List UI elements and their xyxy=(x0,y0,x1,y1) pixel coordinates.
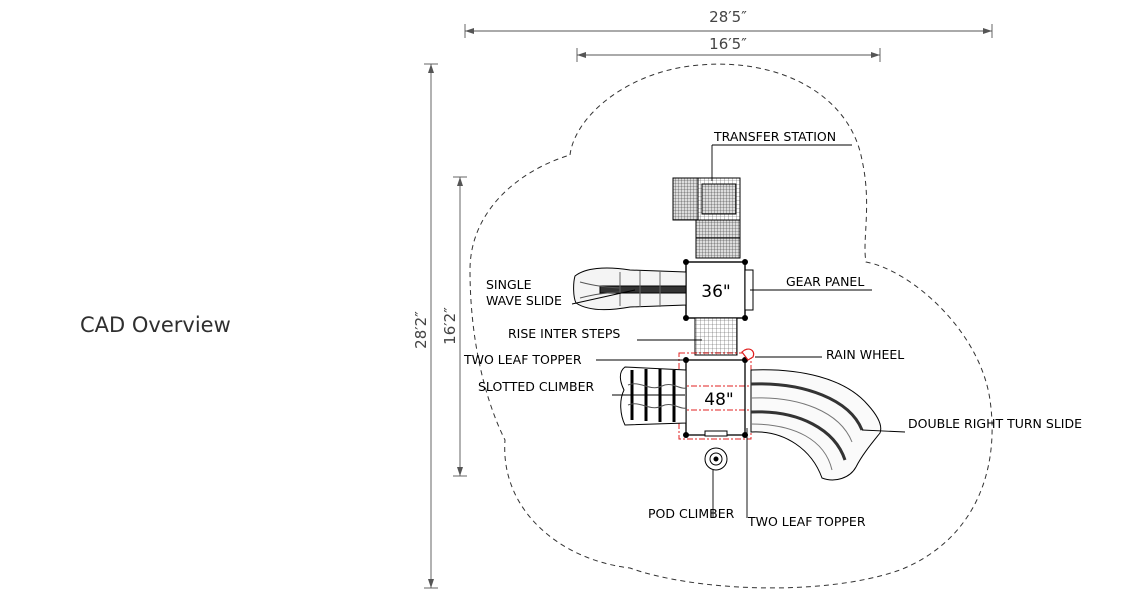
pod-climber xyxy=(704,430,728,471)
label-gear-panel: GEAR PANEL xyxy=(786,274,864,289)
label-rise-inter-steps: RISE INTER STEPS xyxy=(508,326,620,341)
component-labels: TRANSFER STATION SINGLE WAVE SLIDE GEAR … xyxy=(463,129,1082,529)
rain-wheel xyxy=(741,348,755,361)
slotted-climber xyxy=(619,366,687,426)
dimension-deck-width xyxy=(576,48,881,62)
leader-lines xyxy=(571,144,906,518)
label-rain-wheel: RAIN WHEEL xyxy=(826,347,904,362)
label-two-leaf-topper-bottom: TWO LEAF TOPPER xyxy=(747,514,866,529)
label-wave-slide: WAVE SLIDE xyxy=(486,293,562,308)
label-two-leaf-topper-left: TWO LEAF TOPPER xyxy=(463,352,582,367)
label-pod-climber: POD CLIMBER xyxy=(648,506,735,521)
view-title: CAD Overview xyxy=(80,313,231,337)
label-transfer-station: TRANSFER STATION xyxy=(713,129,836,144)
rise-inter-steps xyxy=(694,317,738,356)
double-right-turn-slide xyxy=(750,369,882,481)
lower-deck-height: 48" xyxy=(704,390,733,410)
dimension-deck-depth xyxy=(453,176,467,477)
dim-overall-depth: 28′2″ xyxy=(412,311,430,349)
label-double-right-turn-slide: DOUBLE RIGHT TURN SLIDE xyxy=(908,416,1082,431)
dimension-overall-depth xyxy=(424,63,438,589)
dim-deck-width: 16′5″ xyxy=(709,35,747,53)
single-wave-slide xyxy=(573,267,687,311)
upper-deck-height: 36" xyxy=(701,282,730,302)
dimension-overall-width xyxy=(464,24,993,38)
label-single: SINGLE xyxy=(486,277,532,292)
transfer-station xyxy=(672,177,741,259)
dim-deck-depth: 16′2″ xyxy=(441,307,459,345)
label-slotted-climber: SLOTTED CLIMBER xyxy=(478,379,594,394)
dim-overall-width: 28′5″ xyxy=(709,8,747,26)
